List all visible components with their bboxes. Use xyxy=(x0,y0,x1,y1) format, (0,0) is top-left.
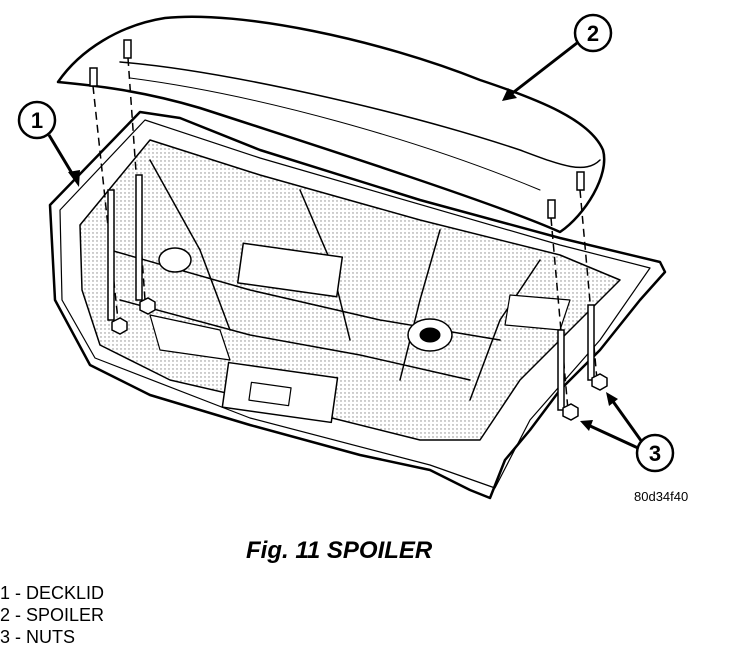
mounting-studs xyxy=(89,39,598,411)
callout-1: 1 xyxy=(17,100,80,187)
legend: 1 - DECKLID 2 - SPOILER 3 - NUTS xyxy=(0,582,104,648)
callout-2-number: 2 xyxy=(587,21,599,46)
callout-3-number: 3 xyxy=(649,441,661,466)
spoiler-drawing xyxy=(56,15,606,234)
callout-3: 3 xyxy=(580,392,675,473)
callout-1-number: 1 xyxy=(31,108,43,133)
legend-item-decklid: 1 - DECKLID xyxy=(0,583,105,603)
figure-caption: Fig. 11 SPOILER xyxy=(246,537,433,564)
legend-item-spoiler: 2 - SPOILER xyxy=(0,605,105,625)
nuts-drawing xyxy=(111,297,608,421)
decklid-drawing xyxy=(48,110,667,500)
image-id-label: 80d34f40 xyxy=(634,489,689,504)
legend-item-nuts: 3 - NUTS xyxy=(0,627,76,647)
spoiler-decklid-diagram: 1 2 3 xyxy=(17,13,675,500)
callout-2: 2 xyxy=(502,13,613,101)
